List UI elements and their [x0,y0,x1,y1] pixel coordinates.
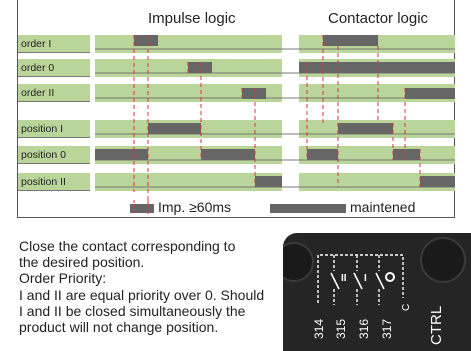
state-position-ii [420,176,455,187]
impulse-logic-title: Impulse logic [148,10,236,27]
legend-maintained-label: maintened [350,199,416,215]
terminal-316: 316 [357,319,371,339]
description-line-3: Order Priority: [19,270,107,286]
ctrl-label: CTRL [428,306,445,345]
timing-chart [95,35,455,215]
row-label-position-i: position I [18,120,90,138]
switch-label-ii: II [341,273,347,284]
description-line-5: I and II be closed simultaneously the [19,303,246,319]
switch-contact-ii [330,272,340,290]
pulse-order-0 [188,62,212,73]
row-label-position-ii: position II [18,173,90,191]
track-bar [95,35,282,53]
row-label-order-i: order I [18,35,90,53]
switch-label-o-icon [385,272,395,282]
terminal-c-label: C [401,304,412,311]
mounting-hole-left [283,242,314,282]
contactor-logic-title: Contactor logic [328,10,429,27]
pulse-order-ii [242,88,266,99]
terminal-315: 315 [334,319,348,339]
held-order-i [323,35,378,46]
impulse-pulses [95,35,282,187]
description-line-1: Close the contact corresponding to [19,238,236,254]
row-label-order-0: order 0 [18,59,90,77]
controller-device: II I 314 315 316 317 C CTRL [283,233,471,351]
description-line-6: product will not change position. [19,319,219,335]
terminal-314: 314 [312,319,326,339]
timing-diagram-frame [17,0,455,218]
state-position-ii [255,176,282,187]
mounting-hole-right [420,237,466,283]
pulse-order-i [134,35,158,46]
row-label-order-ii: order II [18,84,90,102]
legend-maintained-swatch [270,204,346,213]
state-position-0-b [201,149,255,160]
held-order-0 [299,62,455,73]
state-position-0-a [95,149,148,160]
description-line-2: the desired position. [19,254,145,270]
held-order-ii [405,88,455,99]
circuit-path [317,254,404,303]
legend-impulse-label: Imp. ≥60ms [158,199,232,215]
state-position-i [148,123,201,134]
switch-label-i: I [364,273,367,284]
terminal-317: 317 [380,319,394,339]
state-position-i [338,123,393,134]
device-panel: II I 314 315 316 317 C CTRL [283,237,466,345]
contactor-tracks [299,35,455,191]
circuit-lines [317,254,404,305]
switch-contacts [330,272,385,290]
description-line-4: I and II are equal priority over 0. Shou… [19,287,265,303]
transition-markers [133,35,421,215]
track-bar [95,173,282,191]
row-label-position-0: position 0 [18,146,90,164]
switch-contact-0 [375,272,385,290]
switch-contact-i [353,272,363,290]
contactor-pulses [299,35,455,187]
state-position-0-a [307,149,338,160]
legend-impulse-swatch [130,204,154,213]
state-position-0-b [393,149,420,160]
impulse-tracks [95,35,282,191]
